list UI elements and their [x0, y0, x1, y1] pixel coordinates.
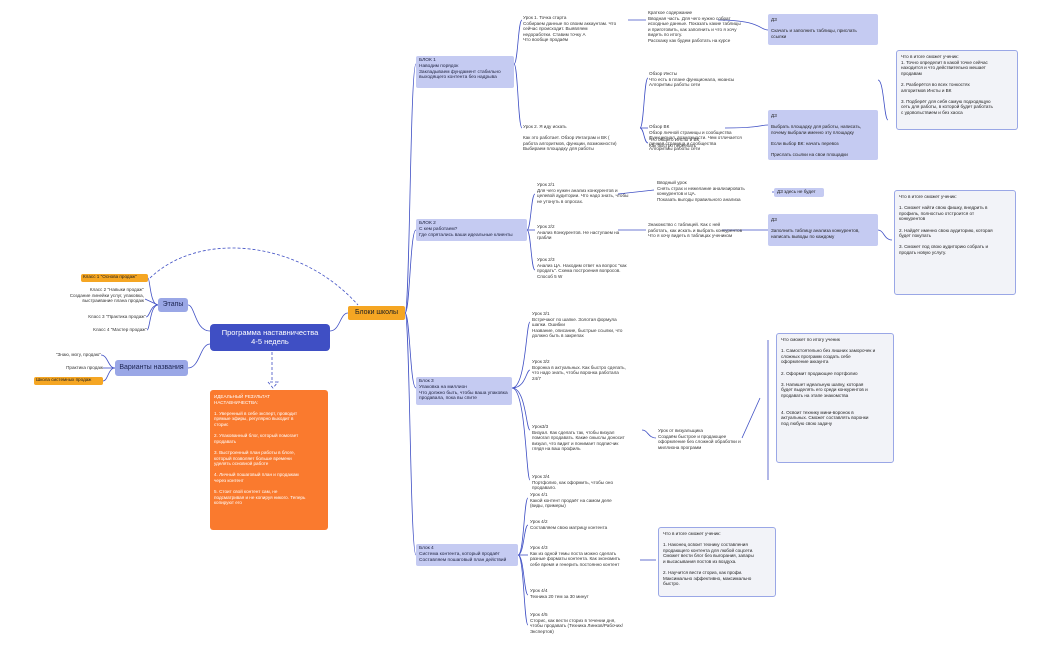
block-2[interactable]: БЛОК 2 С кем работаем? Где спрятались ва… — [416, 219, 527, 241]
block1-insta-review[interactable]: Обзор Инсты Что есть в плане функционала… — [649, 71, 735, 88]
block2-homework-1[interactable]: ДЗ здесь не будет — [774, 188, 824, 197]
block1-lesson-2[interactable]: Урок 2. Я иду искать Как это работает. О… — [523, 124, 617, 152]
block4-lesson-2[interactable]: Урок 4/2 Составляем свою матрицу контент… — [530, 519, 608, 530]
class-1[interactable]: Класс 1 "Основа продаж" — [81, 274, 148, 282]
block2-lesson-2[interactable]: Урок 2/2 Анализ Конкурентов. Не наступае… — [537, 224, 620, 241]
block4-lesson-1[interactable]: Урок 4/1 Какой контент продаёт на самом … — [530, 492, 612, 509]
block1-lesson-1-content[interactable]: Краткое содержание Вводная часть. Для че… — [648, 10, 741, 43]
block3-lesson-3-content[interactable]: Урок от визуальщика Создаём быстрое и пр… — [658, 428, 741, 450]
block2-lesson-2-content[interactable]: Знакомство с таблицей. Как с ней работат… — [648, 222, 743, 239]
block2-summary[interactable]: Что в итоге сможет ученик: 1. Сможет най… — [894, 190, 1016, 295]
class-4[interactable]: Класс 4 "Мастер продаж" — [93, 327, 147, 332]
block1-common[interactable]: Что общего Инсты и ВК Как быстро перееха… — [649, 137, 700, 148]
branch-blocks[interactable]: Блоки школы — [348, 306, 405, 320]
ideal-result[interactable]: ИДЕАЛЬНЫЙ РЕЗУЛЬТАТ НАСТАВНИЧЕСТВА: 1. У… — [210, 390, 328, 530]
block-3[interactable]: Блок 3 Упаковка на миллион Что должно бы… — [416, 377, 512, 405]
block4-lesson-5[interactable]: Урок 4/5 Сторис, как вести сториз в тече… — [530, 612, 623, 634]
class-2[interactable]: Класс 2 "Навыки продаж" Создание линейки… — [69, 287, 144, 304]
name-option-2[interactable]: Практика продаж — [66, 365, 103, 370]
name-option-1[interactable]: "Знаю, могу, продаю" — [55, 352, 101, 357]
block2-lesson-1[interactable]: Урок 2/1 Для чего нужен анализ конкурент… — [537, 182, 629, 204]
class-3[interactable]: Класс 3 "Практика продаж" — [88, 314, 146, 319]
block4-lesson-3[interactable]: Урок 4/3 Как из одной темы поста можно с… — [530, 545, 621, 567]
block2-lesson-3[interactable]: Урок 2/3 Анализ ЦА. Находим ответ на воп… — [537, 257, 627, 279]
central-topic[interactable]: Программа наставничества 4-5 недель — [210, 324, 330, 351]
block3-lesson-1[interactable]: Урок 3/1 Встречают по шапке. Золотая фор… — [532, 311, 623, 339]
block3-summary[interactable]: Что сможет по итогу ученик 1. Самостояте… — [776, 333, 894, 463]
block1-summary[interactable]: Что в итоге сможет ученик: 1. Точно опре… — [896, 50, 1018, 130]
block2-lesson-1-content[interactable]: Вводный урок Снять страх и нежелание ана… — [657, 180, 745, 202]
name-option-3[interactable]: Школа системных продаж — [34, 377, 103, 385]
block1-homework-1[interactable]: ДЗ Скачать и заполнить таблицы, прислать… — [768, 14, 878, 45]
block3-lesson-3[interactable]: Урок3/3 Визуал. Как сделать так, чтобы в… — [532, 424, 625, 452]
block4-lesson-4[interactable]: Урок 4/4 Техника 20 тем за 30 минут — [530, 588, 589, 599]
block4-summary[interactable]: Что в итоге сможет ученик: 1. Наконец ос… — [658, 527, 776, 597]
branch-variants[interactable]: Варианты названия — [115, 360, 188, 376]
block2-homework-2[interactable]: ДЗ Заполнить таблицу анализа конкурентов… — [768, 214, 878, 246]
block-1[interactable]: БЛОК 1 Наводим порядок Закладываем фунда… — [416, 56, 514, 88]
block-4[interactable]: Блок 4 Система контента, который продаёт… — [416, 544, 518, 566]
block1-homework-2[interactable]: ДЗ Выбрать площадку для работы, написать… — [768, 110, 878, 160]
branch-etapy[interactable]: Этапы — [158, 298, 188, 312]
block1-vk-review[interactable]: Обзор ВК Обзор личной страницы и сообщес… — [649, 124, 742, 152]
block3-lesson-4[interactable]: Урок 3/4 Портфолио, как оформить, чтобы … — [532, 474, 614, 491]
block1-lesson-1[interactable]: Урок 1. Точка старта Собираем данные по … — [523, 15, 617, 43]
block3-lesson-2[interactable]: Урок 3/2 Воронка в актуальных. Как быстр… — [532, 359, 626, 381]
